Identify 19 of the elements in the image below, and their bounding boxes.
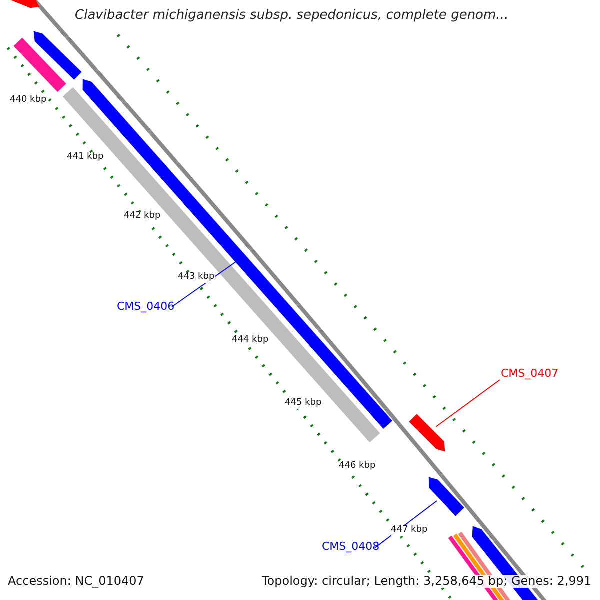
scale-label: 446 kbp [339,462,376,472]
scale-label: 440 kbp [10,96,47,106]
info-text: Accession: NC_010407 [8,575,144,588]
scale-label: 444 kbp [232,336,269,346]
leader-line [436,380,500,428]
scale-label: 442 kbp [124,212,161,222]
leader-line [172,262,236,308]
gene-label: CMS_0407 [501,368,559,380]
gene-label: CMS_0406 [117,301,175,314]
scale-label: 441 kbp [67,153,104,163]
scale-label: 445 kbp [285,399,322,409]
scale-label: 447 kbp [391,526,428,536]
scale-label: 443 kbp [178,273,215,283]
gene-feature [428,477,464,516]
gene-feature [82,79,392,429]
info-text: Topology: circular; Length: 3,258,645 bp; Genes: 2,991 [262,575,592,588]
gene-label: CMS_0408 [322,541,380,554]
gene-feature [409,414,446,452]
title: Clavibacter michiganensis subsp. sepedonicus, complete genom... [75,9,509,24]
